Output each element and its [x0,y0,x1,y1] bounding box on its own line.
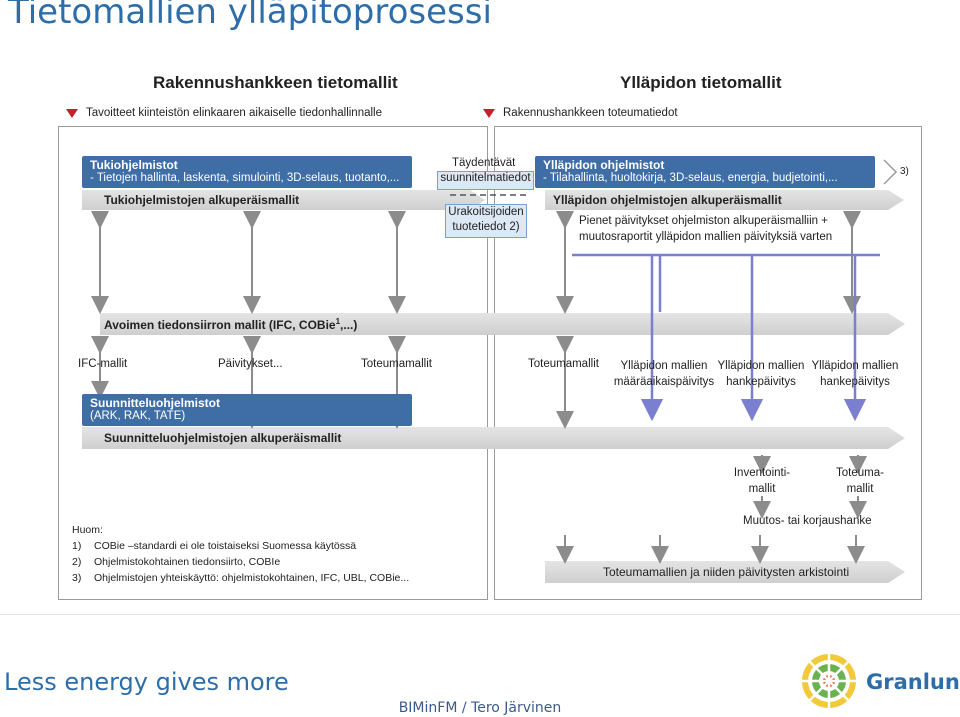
periodic-line1: Ylläpidon mallien [620,360,708,372]
inventory-line2: mallit [748,483,776,495]
maintenance-software-bar-label: Ylläpidon ohjelmistojen alkuperäismallit [553,193,782,207]
open-transfer-bar-shape [100,313,905,335]
left-panel-subtitle: Tavoitteet kiinteistön elinkaaren aikais… [66,107,382,119]
ifc-models-label: IFC-mallit [78,358,128,370]
design-software-desc: (ARK, RAK, TATE) [90,410,186,422]
support-software-box: Tukiohjelmistot - Tietojen hallinta, las… [82,156,412,188]
open-transfer-label-prefix: Avoimen tiedonsiirron mallit (IFC, COBie [104,318,336,332]
contractor-line1: Urakoitsijoiden [448,206,524,218]
maintenance-software-title: Ylläpidon ohjelmistot [543,158,665,172]
contractor-box: Urakoitsijoiden tuotetiedot 2) [445,204,527,238]
support-software-bar-shape [82,190,485,210]
periodic-update-label: Ylläpidon mallien määräaikaispäivitys [606,358,722,390]
asbuilt-line2: mallit [846,483,874,495]
note-text: COBie –standardi ei ole toistaiseksi Suo… [94,540,357,552]
open-transfer-label-suffix: ,...) [340,318,358,332]
note-text: Ohjelmistokohtainen tiedonsiirto, COBIe [94,556,281,568]
footer-author: BIMinFM / Tero Järvinen [398,700,562,716]
note-item-2: 2) Ohjelmistokohtainen tiedonsiirto, COBI… [72,554,409,570]
maintenance-software-desc: - Tilahallinta, huoltokirja, 3D-selaus, … [543,172,838,184]
as-built-left-label: Toteumamallit [361,358,432,370]
maintenance-software-box: Ylläpidon ohjelmistot - Tilahallinta, hu… [535,156,875,188]
update-line-1: Pienet päivitykset ohjelmiston alkuperäi… [579,215,828,227]
note-number: 1) [72,540,82,552]
granlund-logo-icon [801,653,857,709]
footer-separator [0,614,960,615]
right-panel-subtitle: Rakennushankkeen toteumatiedot [483,107,678,119]
design-software-bar-label: Suunnitteluohjelmistojen alkuperäismalli… [104,431,342,445]
note-number: 2) [72,556,82,568]
note-item-1: 1) COBie –standardi ei ole toistaiseksi S… [72,538,409,554]
support-software-title: Tukiohjelmistot [90,158,178,172]
inventory-models-label: Inventointi- mallit [722,465,802,497]
open-transfer-label-sup: 1 [335,317,341,326]
periodic-line2: määräaikaispäivitys [613,376,715,388]
project-update-a-label: Ylläpidon mallien hankepäivitys [712,358,810,390]
inventory-line1: Inventointi- [733,467,791,479]
archive-bar-shape [545,561,905,583]
change-project-label: Muutos- tai korjaushanke [743,515,872,527]
triangle-down-icon [66,108,78,118]
left-panel-frame [58,126,488,600]
right-subtitle-text: Rakennushankkeen toteumatiedot [503,107,678,119]
maintenance-software-bar-shape [545,190,904,210]
note-item-3: 3) Ohjelmistojen yhteiskäyttö: ohjelmisto… [72,570,409,586]
slide-title: Tietomallien ylläpitoprosessi [8,0,492,32]
right-panel-heading: Ylläpidon tietomallit [620,73,782,92]
note-number: 3) [72,572,82,584]
as-built-right-label: Toteumamallit [528,358,599,370]
supplement-label: Täydentävät [452,157,516,169]
note-text: Ohjelmistojen yhteiskäyttö: ohjelmistoko… [94,572,410,584]
asbuilt-models-label: Toteuma- mallit [820,465,900,497]
support-software-bar-label: Tukiohjelmistojen alkuperäismallit [104,193,300,207]
notes-heading: Huom: [72,524,103,536]
project-a-line1: Ylläpidon mallien [717,360,805,372]
left-panel-heading: Rakennushankkeen tietomallit [153,73,398,92]
supplement-box: suunnitelmatiedot [437,171,534,190]
support-software-desc: - Tietojen hallinta, laskenta, simuloint… [90,172,400,184]
update-line-2: muutosraportit ylläpidon mallien päivity… [579,231,833,243]
contractor-line2: tuotetiedot 2) [452,221,520,233]
project-b-line2: hankepäivitys [820,376,890,388]
right-panel-frame [494,126,922,600]
design-software-title: Suunnitteluohjelmistot [90,396,220,410]
design-software-bar-shape [82,427,905,449]
open-transfer-bar-label: Avoimen tiedonsiirron mallit (IFC, COBie… [104,317,357,332]
note-ref-3: 3) [900,166,909,177]
triangle-down-icon [483,108,495,118]
archive-bar-label: Toteumamallien ja niiden päivitysten ark… [603,565,850,579]
design-software-box: Suunnitteluohjelmistot (ARK, RAK, TATE) [82,394,412,426]
project-a-line2: hankepäivitys [726,376,796,388]
updates-label: Päivitykset... [218,358,283,370]
project-update-b-label: Ylläpidon mallien hankepäivitys [806,358,904,390]
footer-tagline: Less energy gives more [4,668,289,696]
asbuilt-line1: Toteuma- [836,467,884,479]
notes-block: Huom: 1) COBie –standardi ei ole toistais… [72,522,409,586]
connector-chevron-shape [883,159,898,185]
logo-wordmark: Granlund [866,670,960,694]
project-b-line1: Ylläpidon mallien [811,360,899,372]
left-subtitle-text: Tavoitteet kiinteistön elinkaaren aikais… [86,107,382,119]
